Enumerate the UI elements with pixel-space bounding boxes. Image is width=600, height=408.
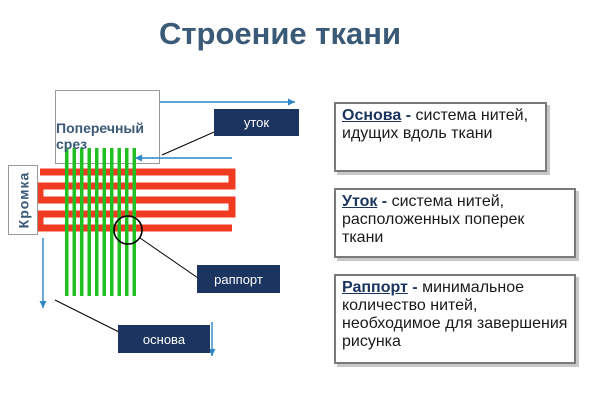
- definition-weft: Уток - система нитей, расположенных попе…: [334, 188, 576, 258]
- warp-thread: [125, 148, 129, 296]
- arrow-head: [208, 349, 216, 356]
- definition-text: система нитей, расположенных поперек тка…: [342, 193, 525, 246]
- repeat-label: раппорт: [197, 265, 280, 293]
- weft-return-arrow: [135, 154, 232, 162]
- warp-threads: [65, 148, 136, 296]
- repeat-circle: [113, 215, 143, 245]
- warp-label: основа: [118, 325, 210, 353]
- selvage-label: Кромка: [15, 171, 31, 229]
- page-title: Строение ткани: [158, 16, 402, 51]
- definition-term: Раппорт: [342, 279, 408, 296]
- warp-thread: [72, 148, 76, 296]
- warp-direction-arrow: [208, 322, 216, 356]
- definition-text: минимальное количество нитей, необходимо…: [342, 279, 568, 350]
- definition-warp: Основа - система нитей, идущих вдоль тка…: [334, 102, 547, 172]
- warp-thread: [102, 148, 106, 296]
- definition-text: система нитей, идущих вдоль ткани: [342, 107, 529, 142]
- direction-arrows: [39, 98, 295, 356]
- warp-thread: [80, 148, 84, 296]
- warp-thread: [117, 148, 121, 296]
- definition-repeat: Раппорт - минимальное количество нитей, …: [334, 274, 576, 364]
- arrow-head: [39, 301, 47, 308]
- warp-thread: [65, 148, 69, 296]
- warp-thread: [110, 148, 114, 296]
- arrow-head: [288, 98, 295, 106]
- selvage-direction-arrow: [39, 238, 47, 308]
- weft-direction-arrow: [160, 98, 295, 106]
- warp-thread: [132, 148, 136, 296]
- cross-section-label: Поперечный срез: [56, 120, 144, 152]
- weft-label: уток: [214, 109, 299, 136]
- definition-term: Основа: [342, 107, 402, 124]
- arrow-head: [135, 154, 142, 162]
- definition-term: Уток: [342, 193, 378, 210]
- warp-thread: [95, 148, 99, 296]
- selvage-label-box: Кромка: [8, 165, 38, 235]
- warp-thread: [87, 148, 91, 296]
